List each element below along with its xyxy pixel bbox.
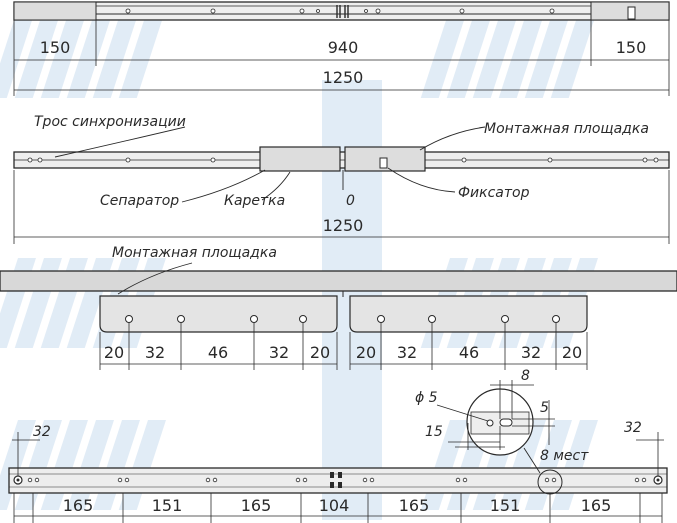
right-plate-dims: 20 32 46 32 20 [356,343,582,362]
plate-dim: 32 [397,343,417,362]
plate-dim: 32 [145,343,165,362]
cable-label: Трос синхронизации [34,114,186,130]
spacing-dim: 104 [319,496,350,515]
plate-dim: 32 [521,343,541,362]
bottom-dims: 165 151 165 104 165 151 165 [63,496,612,515]
latch-label: Фиксатор [458,185,530,201]
spacing-dim: 165 [581,496,612,515]
hole-count-label: 8 мест [540,448,589,464]
mount-plate-left [99,295,338,333]
spacing-dim: 165 [241,496,272,515]
plate-dim: 20 [356,343,376,362]
bottom-rail [8,467,668,494]
spacing-dim: 151 [152,496,183,515]
bottom-view [8,380,668,523]
plates-rail [0,270,677,292]
plate-dim: 20 [562,343,582,362]
top-total-dim: 1250 [323,68,364,87]
hole-diameter-label: ϕ 5 [415,390,438,406]
hole-offset-label: 15 [425,424,443,440]
plate-dim: 20 [310,343,330,362]
spacing-dim: 165 [63,496,94,515]
spacing-dim: 151 [490,496,521,515]
top-dim-150-left: 150 [40,38,71,57]
plates-view [0,262,677,370]
zero-label: 0 [346,193,355,209]
mount-plate-right [349,295,588,333]
top-dim-150-right: 150 [616,38,647,57]
left-plate-dims: 20 32 46 32 20 [104,343,330,362]
end-dim-right: 32 [624,420,642,436]
latch [379,157,388,169]
plates-label: Монтажная площадка [112,245,277,261]
plate-dim: 20 [104,343,124,362]
carriage-left [259,146,341,172]
separator-label: Сепаратор [100,193,179,209]
carriage-label: Каретка [224,193,285,209]
side-view [13,126,670,244]
side-total-dim: 1250 [323,216,364,235]
top-dim-940: 940 [328,38,359,57]
plate-dim: 46 [208,343,228,362]
top-view [13,1,670,96]
top-rail [13,1,670,21]
slot-height-label: 5 [540,400,549,416]
end-dim-left: 32 [33,424,51,440]
slot-width-label: 8 [521,368,530,384]
top-end-cap-left [13,1,97,21]
mount-plate-label: Монтажная площадка [484,121,649,137]
plate-dim: 46 [459,343,479,362]
spacing-dim: 165 [399,496,430,515]
plate-dim: 32 [269,343,289,362]
